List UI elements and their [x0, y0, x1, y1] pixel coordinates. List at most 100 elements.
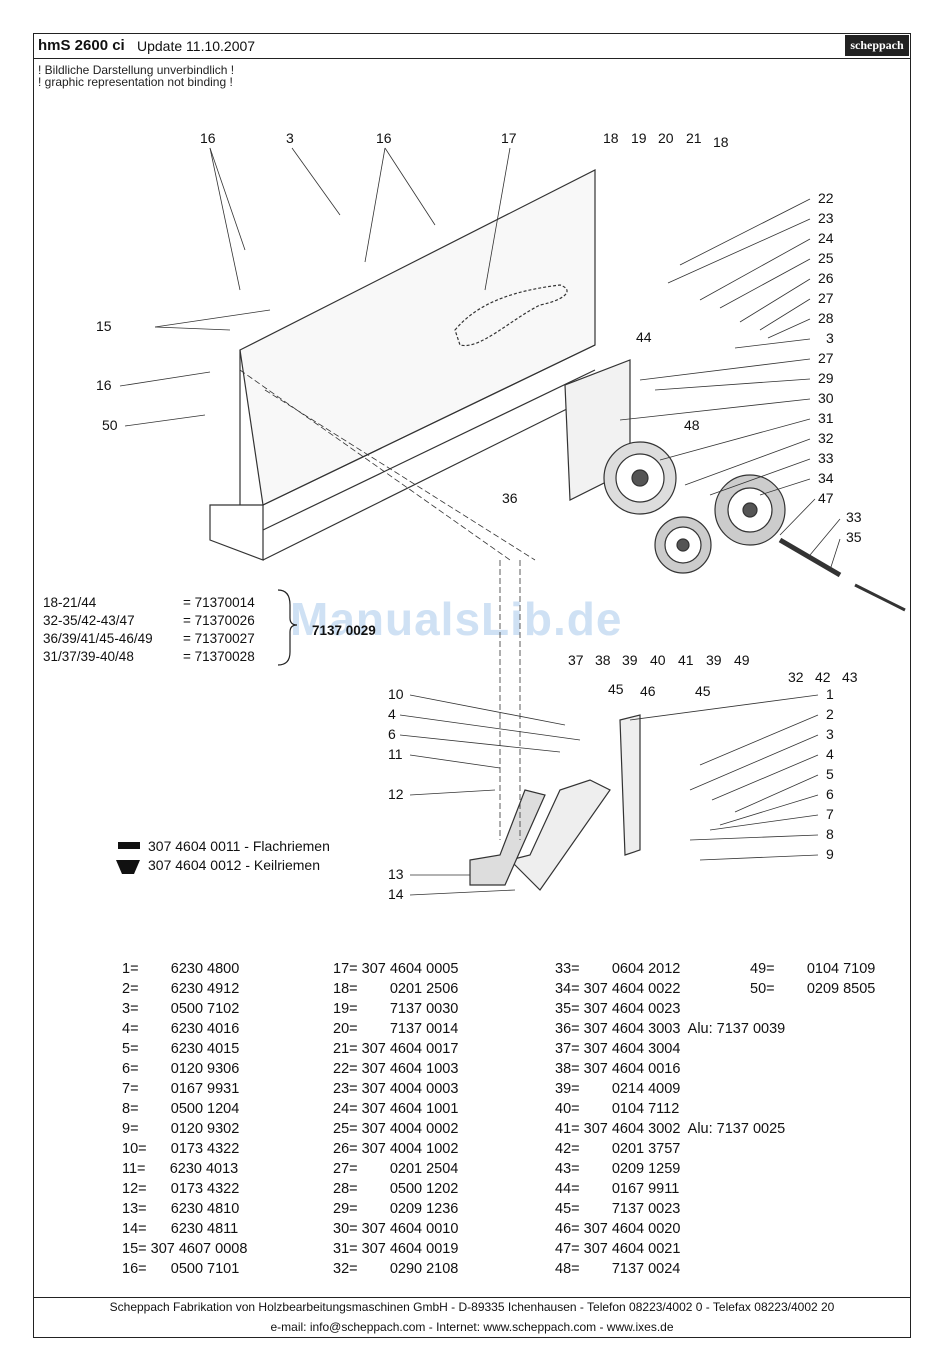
parts-list-entry: 29= 0209 1236 [333, 1201, 459, 1217]
callout-4a: 4 [826, 746, 834, 762]
callout-47: 47 [818, 490, 834, 506]
callout-16c: 16 [96, 377, 112, 393]
callout-5: 5 [826, 766, 834, 782]
callout-6a: 6 [826, 786, 834, 802]
callout-9: 9 [826, 846, 834, 862]
note-de: ! Bildliche Darstellung unverbindlich ! [38, 63, 235, 77]
callout-16b: 16 [376, 130, 392, 146]
footer-company: Scheppach Fabrikation von Holzbearbeitun… [109, 1300, 835, 1314]
callout-29: 29 [818, 370, 834, 386]
callout-43: 43 [842, 669, 858, 685]
parts-list-entry: 22= 307 4604 1003 [333, 1061, 459, 1077]
parts-list-entry: 39= 0214 4009 [555, 1081, 681, 1097]
flat-belt-icon [118, 842, 140, 849]
kit-row: 18-21/44= 71370014 [43, 595, 255, 610]
callout-24: 24 [818, 230, 834, 246]
callout-27a: 27 [818, 290, 834, 306]
callout-19: 19 [631, 130, 647, 146]
v-belt-label: 307 4604 0012 - Keilriemen [148, 857, 321, 873]
callout-39a: 39 [622, 652, 638, 668]
callout-45b: 45 [695, 683, 711, 699]
parts-list-entry: 2= 6230 4912 [122, 981, 240, 997]
parts-list-entry: 31= 307 4604 0019 [333, 1241, 459, 1257]
parts-list-entry: 37= 307 4604 3004 [555, 1041, 681, 1057]
callout-21: 21 [686, 130, 702, 146]
callout-17: 17 [501, 130, 517, 146]
parts-list-entry: 3= 0500 7102 [122, 1001, 240, 1017]
callout-32a: 32 [818, 430, 834, 446]
parts-list-entry: 6= 0120 9306 [122, 1061, 240, 1077]
callout-35: 35 [846, 529, 862, 545]
parts-list-entry: 10= 0173 4322 [122, 1141, 240, 1157]
callout-18b: 18 [713, 134, 729, 150]
parts-list-entry: 27= 0201 2504 [333, 1161, 459, 1177]
parts-list-entry: 17= 307 4604 0005 [333, 961, 459, 977]
callout-4b: 4 [388, 706, 396, 722]
parts-list-entry: 26= 307 4004 1002 [333, 1141, 459, 1157]
callout-2: 2 [826, 706, 834, 722]
callout-22: 22 [818, 190, 834, 206]
callout-3c: 3 [826, 726, 834, 742]
kit-code: = 71370026 [183, 613, 255, 628]
callout-36: 36 [502, 490, 518, 506]
callout-20: 20 [658, 130, 674, 146]
parts-list-entry: 23= 307 4004 0003 [333, 1081, 459, 1097]
brand-logo: scheppach [845, 35, 909, 56]
kit-overlay-code: 7137 0029 [312, 623, 376, 638]
kit-range: 36/39/41/45-46/49 [43, 631, 153, 646]
parts-list-entry: 18= 0201 2506 [333, 981, 459, 997]
parts-list-entry: 24= 307 4604 1001 [333, 1101, 459, 1117]
parts-list-entry: 32= 0290 2108 [333, 1261, 459, 1277]
parts-list-entry: 44= 0167 9911 [555, 1181, 680, 1197]
kit-code: = 71370027 [183, 631, 255, 646]
parts-list-entry: 43= 0209 1259 [555, 1161, 681, 1177]
callout-31: 31 [818, 410, 834, 426]
parts-list-entry: 30= 307 4604 0010 [333, 1221, 459, 1237]
parts-list-entry: 46= 307 4604 0020 [555, 1221, 681, 1237]
callout-15: 15 [96, 318, 112, 334]
parts-list-entry: 35= 307 4604 0023 [555, 1001, 681, 1017]
callout-12: 12 [388, 786, 404, 802]
parts-list-entry: 9= 0120 9302 [122, 1121, 240, 1137]
parts-list-entry: 16= 0500 7101 [122, 1261, 240, 1277]
kit-row: 31/37/39-40/48= 71370028 [43, 649, 255, 664]
parts-list-entry: 13= 6230 4810 [122, 1201, 240, 1217]
parts-list-entry: 41= 307 4604 3002 Alu: 7137 0025 [555, 1121, 786, 1137]
callout-46: 46 [640, 683, 656, 699]
parts-list-entry: 14= 6230 4811 [122, 1221, 239, 1237]
parts-list-entry: 7= 0167 9931 [122, 1081, 240, 1097]
callout-45a: 45 [608, 681, 624, 697]
callout-3a: 3 [286, 130, 294, 146]
v-belt-icon [116, 860, 140, 874]
callout-41: 41 [678, 652, 694, 668]
parts-list-entry: 1= 6230 4800 [122, 961, 240, 977]
callout-8: 8 [826, 826, 834, 842]
callout-10: 10 [388, 686, 404, 702]
update-date: Update 11.10.2007 [137, 38, 256, 54]
parts-list-entry: 34= 307 4604 0022 [555, 981, 681, 997]
parts-list-entry: 48= 7137 0024 [555, 1261, 681, 1277]
callout-13: 13 [388, 866, 404, 882]
parts-list-entry: 5= 6230 4015 [122, 1041, 240, 1057]
callout-3b: 3 [826, 330, 834, 346]
parts-list-entry: 20= 7137 0014 [333, 1021, 459, 1037]
callout-16a: 16 [200, 130, 216, 146]
parts-list-entry: 47= 307 4604 0021 [555, 1241, 681, 1257]
callout-11: 11 [388, 746, 403, 762]
footer-contact: e-mail: info@scheppach.com - Internet: w… [270, 1320, 674, 1334]
kit-row: 36/39/41/45-46/49 = 71370027 [43, 631, 255, 646]
callout-27b: 27 [818, 350, 834, 366]
callout-42: 42 [815, 669, 831, 685]
callout-23: 23 [818, 210, 834, 226]
callout-37: 37 [568, 652, 584, 668]
callout-28: 28 [818, 310, 834, 326]
callout-26: 26 [818, 270, 834, 286]
footer-divider [33, 1297, 911, 1298]
callout-7: 7 [826, 806, 834, 822]
callout-25: 25 [818, 250, 834, 266]
callout-6b: 6 [388, 726, 396, 742]
callout-49: 49 [734, 652, 750, 668]
parts-list-entry: 28= 0500 1202 [333, 1181, 459, 1197]
parts-list-entry: 49= 0104 7109 [750, 961, 876, 977]
